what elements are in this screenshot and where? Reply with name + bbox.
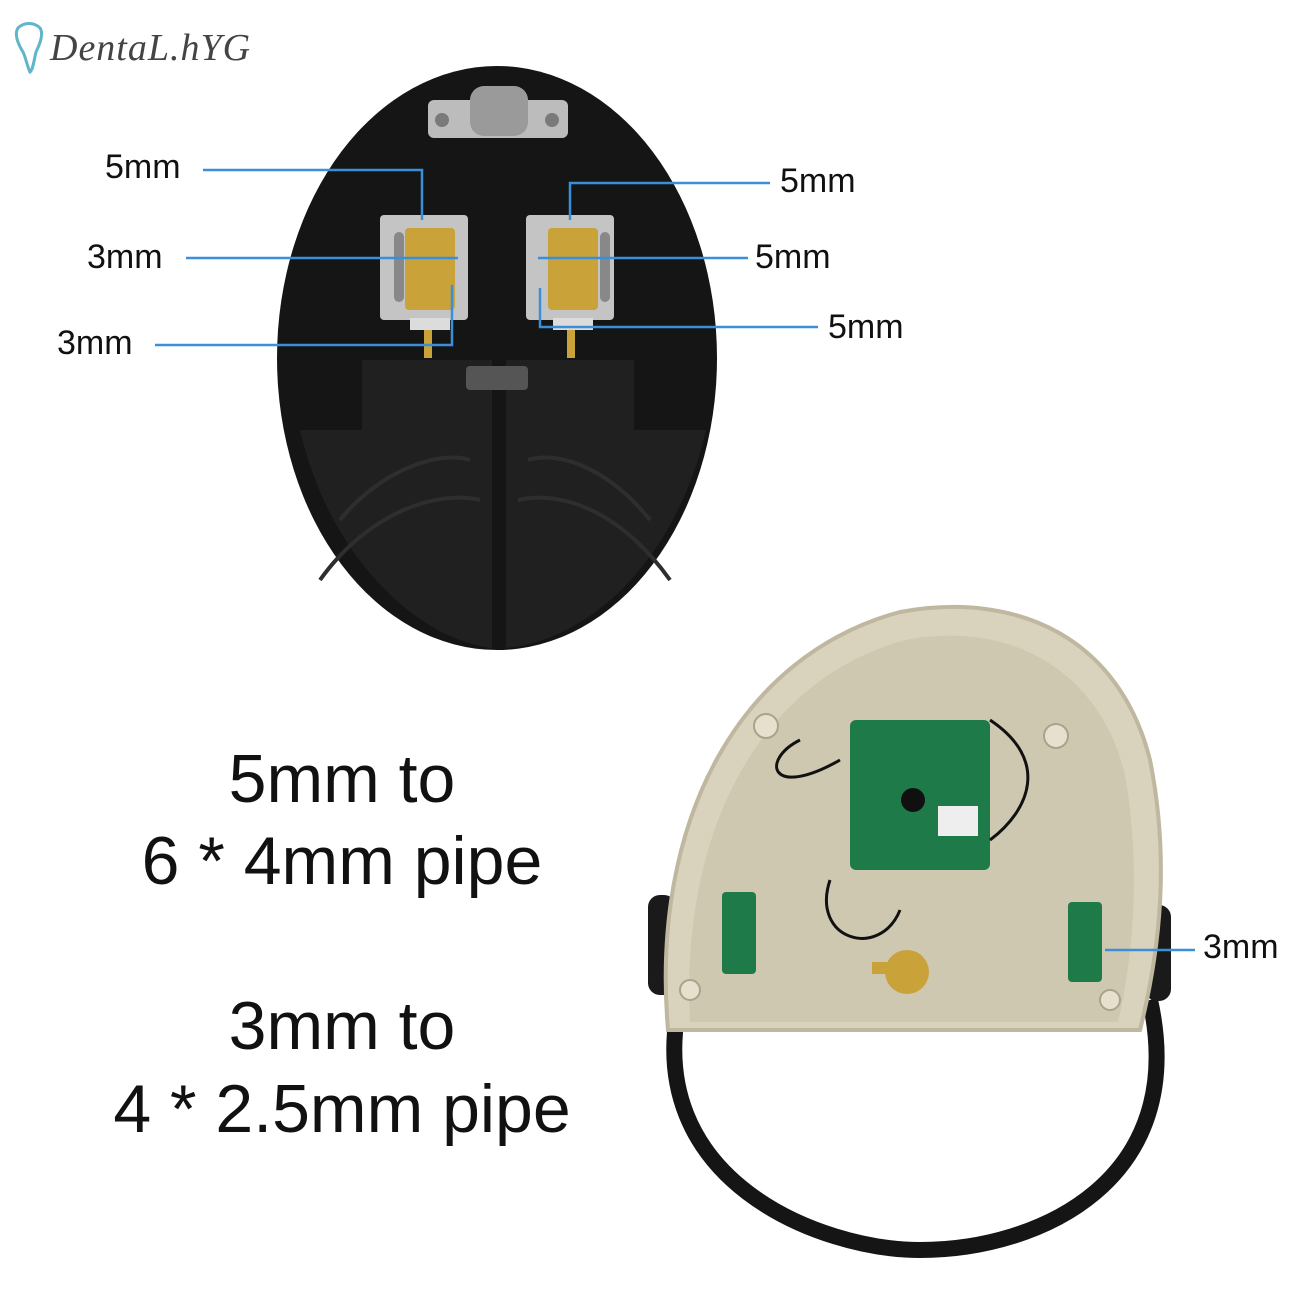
note-5mm-heading: 5mm to xyxy=(228,741,456,817)
pedal-plate xyxy=(277,66,717,650)
callout-top-right-lower: 5mm xyxy=(828,308,904,346)
note-3mm-pipe: 4 * 2.5mm pipe xyxy=(113,1071,571,1147)
note-5mm-pipe: 6 * 4mm pipe xyxy=(141,823,543,899)
switch-housing xyxy=(648,604,1171,1259)
brand-logo: DentaL.hYG xyxy=(14,22,251,74)
callout-top-left-lower: 3mm xyxy=(57,324,133,362)
callout-bottom-right: 3mm xyxy=(1203,928,1279,966)
tooth-icon xyxy=(14,22,44,74)
callout-lines xyxy=(155,168,1195,952)
callout-top-right-upper: 5mm xyxy=(780,162,856,200)
callout-top-right-middle: 5mm xyxy=(755,238,831,276)
callout-top-left-middle: 3mm xyxy=(87,238,163,276)
brand-name: DentaL.hYG xyxy=(50,27,252,69)
callout-top-left-upper: 5mm xyxy=(105,148,181,186)
note-3mm-heading: 3mm to xyxy=(228,988,456,1064)
